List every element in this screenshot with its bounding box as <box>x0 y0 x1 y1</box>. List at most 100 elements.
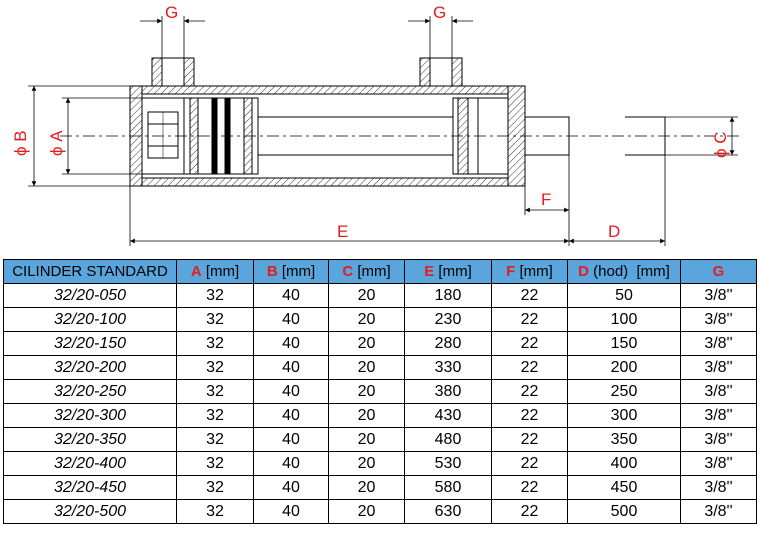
column-header: D (hod) [mm] <box>567 259 681 284</box>
cylinder-drawing: G G ϕ B ϕ A ϕ C E F D <box>11 3 740 246</box>
value-cell: 32 <box>176 331 254 356</box>
value-cell: 3/8'' <box>680 283 757 308</box>
value-cell: 40 <box>253 451 329 476</box>
model-cell: 32/20-250 <box>3 379 177 404</box>
value-cell: 180 <box>404 283 492 308</box>
dim-label-e: E <box>337 222 348 241</box>
value-cell: 40 <box>253 307 329 332</box>
column-header: C [mm] <box>328 259 405 284</box>
value-cell: 350 <box>567 427 681 452</box>
value-cell: 32 <box>176 451 254 476</box>
value-cell: 380 <box>404 379 492 404</box>
column-header-text: CILINDER STANDARD <box>12 263 168 280</box>
dim-label-g-right: G <box>433 3 446 22</box>
value-cell: 480 <box>404 427 492 452</box>
value-cell: 32 <box>176 355 254 380</box>
value-cell: 20 <box>328 499 405 524</box>
dim-label-b: ϕ B <box>11 130 30 156</box>
value-cell: 430 <box>404 403 492 428</box>
value-cell: 22 <box>491 355 568 380</box>
value-cell: 3/8'' <box>680 355 757 380</box>
value-cell: 22 <box>491 379 568 404</box>
dim-label-c: ϕ C <box>711 131 730 158</box>
value-cell: 200 <box>567 355 681 380</box>
model-cell: 32/20-150 <box>3 331 177 356</box>
column-header-letter: E <box>424 263 435 280</box>
column-header-text: [mm] <box>515 263 553 280</box>
value-cell: 32 <box>176 307 254 332</box>
model-cell: 32/20-450 <box>3 475 177 500</box>
value-cell: 3/8'' <box>680 403 757 428</box>
column-header: CILINDER STANDARD <box>3 259 177 284</box>
value-cell: 530 <box>404 451 492 476</box>
model-cell: 32/20-300 <box>3 403 177 428</box>
value-cell: 20 <box>328 355 405 380</box>
value-cell: 20 <box>328 451 405 476</box>
value-cell: 20 <box>328 331 405 356</box>
model-cell: 32/20-050 <box>3 283 177 308</box>
column-header-letter: D <box>578 263 589 280</box>
value-cell: 3/8'' <box>680 331 757 356</box>
value-cell: 40 <box>253 283 329 308</box>
column-header-text: [mm] <box>201 263 240 280</box>
value-cell: 22 <box>491 331 568 356</box>
value-cell: 22 <box>491 307 568 332</box>
value-cell: 20 <box>328 427 405 452</box>
value-cell: 250 <box>567 379 681 404</box>
column-header-text: [mm] <box>277 263 316 280</box>
model-cell: 32/20-200 <box>3 355 177 380</box>
value-cell: 3/8'' <box>680 427 757 452</box>
dim-label-a: ϕ A <box>47 130 66 156</box>
column-header-letter: F <box>506 263 516 280</box>
value-cell: 20 <box>328 283 405 308</box>
column-header-text: [mm] <box>353 263 391 280</box>
value-cell: 22 <box>491 403 568 428</box>
value-cell: 3/8'' <box>680 499 757 524</box>
model-cell: 32/20-500 <box>3 499 177 524</box>
value-cell: 500 <box>567 499 681 524</box>
value-cell: 40 <box>253 499 329 524</box>
value-cell: 3/8'' <box>680 379 757 404</box>
model-cell: 32/20-350 <box>3 427 177 452</box>
value-cell: 22 <box>491 475 568 500</box>
value-cell: 22 <box>491 427 568 452</box>
value-cell: 40 <box>253 427 329 452</box>
value-cell: 32 <box>176 475 254 500</box>
model-cell: 32/20-100 <box>3 307 177 332</box>
dim-label-f: F <box>541 190 551 209</box>
dim-label-d: D <box>608 222 620 241</box>
value-cell: 150 <box>567 331 681 356</box>
column-header-letter: C <box>342 263 354 280</box>
column-header: G <box>680 259 757 284</box>
model-cell: 32/20-400 <box>3 451 177 476</box>
value-cell: 32 <box>176 499 254 524</box>
dimension-lines <box>28 16 740 246</box>
value-cell: 40 <box>253 403 329 428</box>
value-cell: 100 <box>567 307 681 332</box>
value-cell: 32 <box>176 403 254 428</box>
value-cell: 450 <box>567 475 681 500</box>
value-cell: 20 <box>328 403 405 428</box>
value-cell: 20 <box>328 379 405 404</box>
cylinder-body <box>129 57 666 187</box>
value-cell: 230 <box>404 307 492 332</box>
value-cell: 330 <box>404 355 492 380</box>
value-cell: 580 <box>404 475 492 500</box>
value-cell: 32 <box>176 283 254 308</box>
value-cell: 40 <box>253 331 329 356</box>
column-header-text: [mm] <box>434 263 472 280</box>
value-cell: 3/8'' <box>680 451 757 476</box>
value-cell: 32 <box>176 427 254 452</box>
value-cell: 3/8'' <box>680 475 757 500</box>
column-header-letter: B <box>266 263 278 280</box>
column-header-letter: A <box>190 263 202 280</box>
